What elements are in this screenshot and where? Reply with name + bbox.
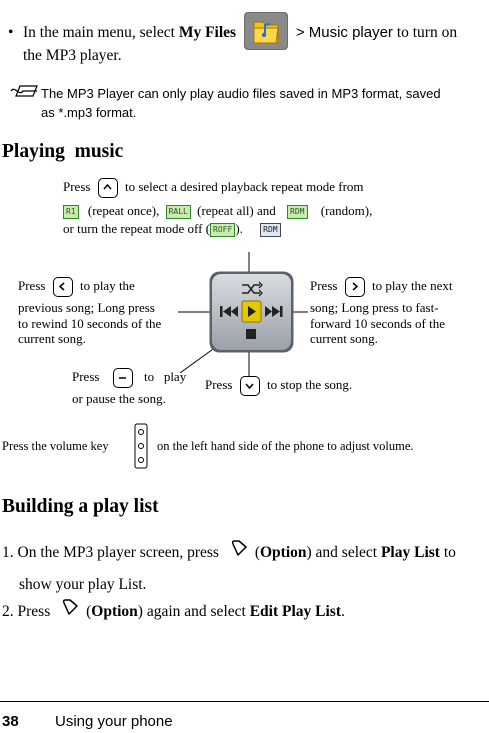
callout-prev-line2: previous song; Long press bbox=[18, 300, 155, 315]
my-files-label: My Files bbox=[178, 24, 237, 41]
note-line2: as *.mp3 format. bbox=[41, 105, 137, 120]
softkey-icon bbox=[229, 537, 251, 570]
repeat-off-icon: ROFF bbox=[210, 223, 236, 238]
step-2-text2: ) again and select bbox=[137, 603, 250, 621]
callout-play-text2: to play bbox=[143, 368, 187, 384]
callout-next-text: Press bbox=[310, 277, 338, 293]
callout-repeat-text: Press bbox=[63, 178, 91, 194]
repeat-off-close: ). bbox=[235, 221, 243, 237]
callout-next-text2: to play the next bbox=[371, 277, 453, 293]
step-2-text3: . bbox=[340, 603, 345, 621]
repeat-all-label: (repeat all) and bbox=[197, 203, 276, 218]
intro-text: In the main menu, select bbox=[23, 24, 179, 41]
callout-next: Press to play the next song; Long press … bbox=[310, 277, 488, 347]
softkey-icon bbox=[60, 596, 82, 629]
callout-play-text: Press bbox=[72, 368, 100, 384]
intro-line2: the MP3 player. bbox=[23, 47, 122, 64]
edit-play-list-label: Edit Play List bbox=[249, 603, 341, 621]
option-label: Option bbox=[91, 603, 138, 621]
random-icon: RDM bbox=[287, 205, 308, 220]
option-label: Option bbox=[260, 544, 307, 562]
play-list-label: Play List bbox=[380, 544, 440, 562]
step-2-text: Press bbox=[17, 603, 51, 621]
footer-title: Using your phone bbox=[55, 713, 173, 730]
step-1-text2: ) and select bbox=[306, 544, 381, 562]
footer-rule bbox=[0, 701, 489, 702]
intro-suffix: to turn on bbox=[392, 24, 458, 41]
callout-prev-text: Press bbox=[18, 277, 46, 293]
callout-repeat: Press to select a desired playback repea… bbox=[63, 178, 443, 238]
step-1-line2: show your play List. bbox=[19, 576, 147, 593]
step-1: 1. On the MP3 player screen, press (Opti… bbox=[2, 537, 489, 600]
step-2: 2. Press (Option) again and select Edit … bbox=[2, 596, 489, 629]
step-1-number: 1. bbox=[2, 544, 14, 562]
repeat-once-icon: R1 bbox=[63, 205, 79, 220]
volume-text-a: Press the volume key bbox=[2, 439, 109, 453]
callout-next-line3: forward 10 seconds of the bbox=[310, 315, 446, 331]
left-key-icon bbox=[52, 277, 73, 297]
up-key-icon bbox=[97, 178, 118, 198]
repeat-once-label: (repeat once), bbox=[87, 203, 160, 218]
callout-prev-line4: current song. bbox=[18, 331, 86, 346]
right-key-icon bbox=[344, 277, 365, 297]
volume-text-b: on the left hand side of the phone to ad… bbox=[157, 439, 414, 453]
callout-next-line4: current song. bbox=[310, 331, 378, 346]
callout-previous: Press to play the previous song; Long pr… bbox=[18, 277, 188, 347]
down-key-icon bbox=[239, 376, 260, 396]
callout-stop-text: Press bbox=[205, 376, 233, 392]
step-1-text: On the MP3 player screen, press bbox=[17, 544, 219, 562]
player-controls-image bbox=[209, 271, 294, 353]
step-1-text3: to bbox=[439, 544, 456, 562]
callout-prev-line3: to rewind 10 seconds of the bbox=[18, 315, 162, 331]
note-icon bbox=[10, 83, 38, 104]
callout-next-line2: song; Long press to fast- bbox=[310, 300, 439, 315]
bullet: • bbox=[8, 24, 14, 41]
callout-prev-text2: to play the bbox=[79, 277, 135, 293]
repeat-off-text: or turn the repeat mode off ( bbox=[63, 221, 211, 237]
random-label: (random), bbox=[320, 203, 373, 218]
note-line1: The MP3 Player can only play audio files… bbox=[41, 86, 441, 101]
intro-paragraph: • In the main menu, select My Files > Mu… bbox=[8, 12, 488, 67]
callout-repeat-text2: to select a desired playback repeat mode… bbox=[124, 178, 364, 194]
page-number: 38 bbox=[2, 713, 19, 730]
random-off-icon: RDM bbox=[260, 223, 281, 238]
repeat-all-icon: RALL bbox=[165, 205, 191, 220]
heading-building-play-list: Building a play list bbox=[2, 496, 159, 517]
callout-play: Press to play or pause the song. bbox=[72, 368, 202, 407]
heading-playing-music: Playing music bbox=[2, 141, 124, 162]
callout-stop: Press to stop the song. bbox=[205, 376, 352, 396]
center-key-icon bbox=[112, 368, 133, 388]
callout-play-line2: or pause the song. bbox=[72, 391, 166, 406]
step-2-number: 2. bbox=[2, 603, 14, 621]
folder-icon bbox=[243, 12, 288, 51]
callout-stop-text2: to stop the song. bbox=[266, 376, 353, 392]
music-player-path: > Music player bbox=[295, 24, 393, 41]
note-text: The MP3 Player can only play audio files… bbox=[41, 84, 489, 122]
volume-key-icon bbox=[134, 423, 148, 469]
